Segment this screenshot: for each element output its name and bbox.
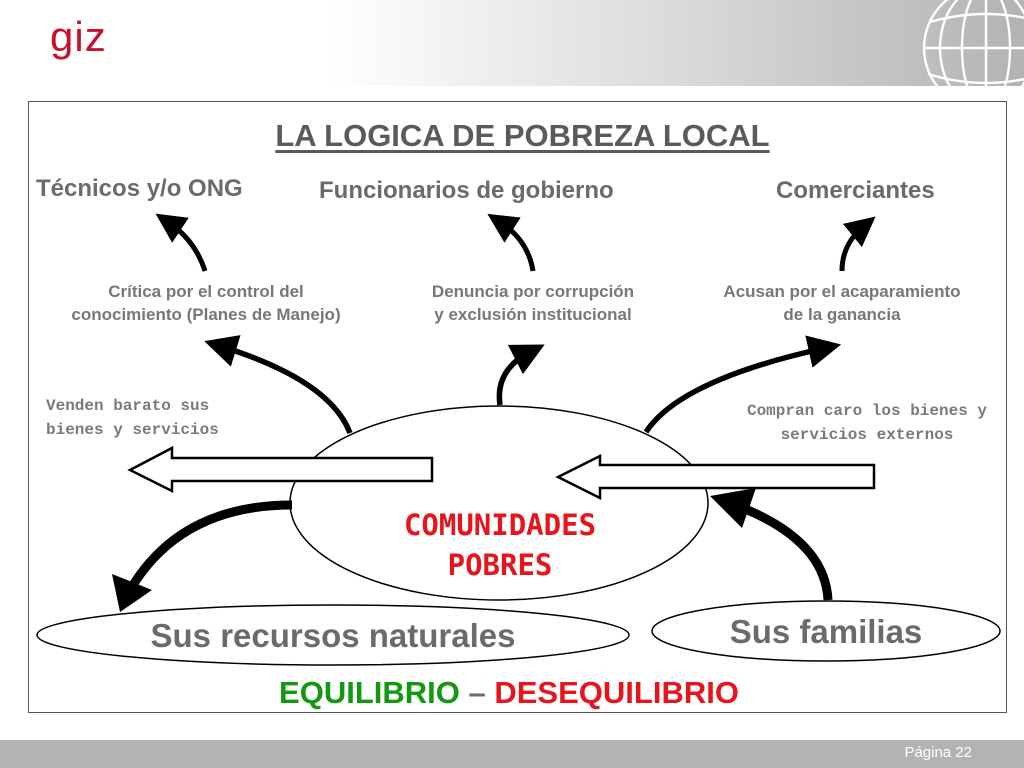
- arrow-sell-cheap: [127, 445, 434, 494]
- critique-tecnicos: Crítica por el control del conocimiento …: [36, 280, 376, 326]
- buy-expensive-line2: servicios externos: [780, 426, 954, 444]
- resources-label: Sus recursos naturales: [150, 617, 516, 654]
- balance-line: EQUILIBRIO – DESEQUILIBRIO: [0, 675, 1018, 711]
- critique-comerciantes-line1: Acusan por el acaparamiento: [723, 282, 961, 301]
- critique-comerciantes-line2: de la ganancia: [783, 305, 901, 324]
- diagram-title: LA LOGICA DE POBREZA LOCAL: [275, 118, 770, 153]
- arrow-families-to-center: [736, 501, 833, 601]
- arrow-families-to-center-head: [710, 488, 756, 528]
- arrow-center-to-tecnicos-critique: [204, 335, 353, 435]
- actor-tecnicos: Técnicos y/o ONG: [36, 175, 243, 202]
- critique-tecnicos-line2: conocimiento (Planes de Manejo): [71, 305, 341, 324]
- center-label: COMUNIDADES POBRES: [340, 505, 660, 585]
- arrow-center-to-resources-head: [112, 574, 152, 612]
- equilibrio-text: EQUILIBRIO: [279, 675, 460, 710]
- buy-expensive-line1: Compran caro los bienes y: [746, 402, 988, 420]
- sell-cheap-line1: Venden barato sus: [46, 397, 210, 415]
- arrow-critique-to-funcionarios: [487, 213, 536, 272]
- actor-funcionarios: Funcionarios de gobierno: [319, 177, 614, 204]
- page-number: Página 22: [904, 744, 972, 761]
- critique-comerciantes: Acusan por el acaparamiento de la gananc…: [696, 280, 988, 326]
- critique-funcionarios-line1: Denuncia por corrupción: [431, 282, 635, 301]
- diagram-frame: [28, 101, 1007, 713]
- resources-ellipse: [36, 604, 630, 666]
- families-label: Sus familias: [729, 613, 923, 650]
- footer-band: [0, 740, 1024, 768]
- balance-dash: –: [459, 675, 495, 710]
- families-ellipse: [651, 600, 1001, 662]
- arrow-center-to-comerciantes-critique: [643, 335, 842, 434]
- globe-icon: [922, 0, 1024, 86]
- giz-logo: giz: [50, 13, 107, 60]
- actor-comerciantes: Comerciantes: [776, 177, 935, 204]
- critique-funcionarios-line2: y exclusión institucional: [434, 305, 632, 324]
- arrow-center-to-resources: [126, 500, 293, 593]
- sell-cheap-text: Venden barato sus bienes y servicios: [46, 394, 219, 442]
- arrow-critique-to-tecnicos: [155, 213, 208, 272]
- desequilibrio-text: DESEQUILIBRIO: [494, 675, 739, 710]
- center-label-line2: POBRES: [447, 548, 553, 582]
- critique-funcionarios: Denuncia por corrupción y exclusión inst…: [398, 280, 668, 326]
- critique-tecnicos-line1: Crítica por el control del: [108, 282, 304, 301]
- header-band: [0, 0, 1024, 86]
- sell-cheap-line2: bienes y servicios: [46, 421, 219, 439]
- arrow-critique-to-comerciantes: [839, 216, 876, 272]
- arrow-buy-expensive: [555, 453, 876, 501]
- center-label-line1: COMUNIDADES: [403, 508, 597, 542]
- arrow-center-to-funcionarios-critique: [496, 344, 545, 406]
- buy-expensive-text: Compran caro los bienes y servicios exte…: [736, 399, 998, 447]
